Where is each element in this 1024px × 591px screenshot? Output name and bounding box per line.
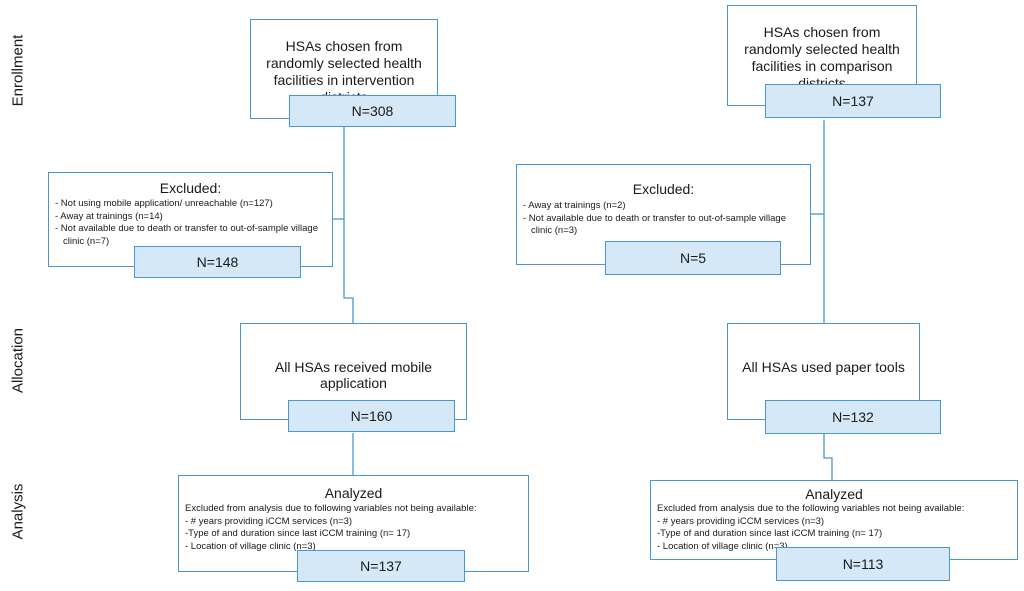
left-analysis-title: Analyzed bbox=[324, 485, 383, 501]
left-allocation-text: All HSAs received mobile application bbox=[274, 359, 433, 391]
list-item: Excluded from analysis due to the follow… bbox=[657, 503, 965, 514]
list-item: - Not using mobile application/ unreacha… bbox=[55, 198, 273, 209]
right-analysis-box: Analyzed Excluded from analysis due to t… bbox=[650, 480, 1018, 560]
right-analysis-n: N=113 bbox=[776, 547, 950, 581]
right-enrollment-text: HSAs chosen from randomly selected healt… bbox=[744, 24, 900, 91]
right-enrollment-n: N=137 bbox=[765, 84, 941, 118]
left-enrollment-n: N=308 bbox=[289, 95, 456, 127]
list-item: -Type of and duration since last iCCM tr… bbox=[185, 528, 411, 539]
list-item: - Away at trainings (n=14) bbox=[55, 210, 163, 222]
list-item: - # years providing iCCM services (n=3) bbox=[185, 515, 353, 527]
right-allocation-text: All HSAs used paper tools bbox=[742, 359, 905, 375]
left-excluded-n: N=148 bbox=[134, 246, 301, 278]
right-excluded-list: - Away at trainings (n=2) - Not availabl… bbox=[523, 200, 804, 238]
left-analysis-list: Excluded from analysis due to following … bbox=[185, 503, 522, 553]
connector-right-alloc-analysis bbox=[823, 433, 833, 480]
list-item: - # years providing iCCM services (n=3) bbox=[657, 515, 825, 527]
left-excluded-title: Excluded: bbox=[159, 180, 222, 196]
left-allocation-n: N=160 bbox=[288, 400, 455, 432]
right-allocation-n: N=132 bbox=[765, 400, 941, 434]
right-analysis-list: Excluded from analysis due to the follow… bbox=[657, 503, 1011, 553]
list-item: -Type of and duration since last iCCM tr… bbox=[657, 528, 883, 539]
left-analysis-n: N=137 bbox=[297, 550, 465, 582]
list-item: - Not available due to death or transfer… bbox=[523, 212, 786, 237]
connector-left-enroll-alloc bbox=[343, 126, 354, 323]
right-excluded-title: Excluded: bbox=[632, 181, 695, 197]
left-excluded-list: - Not using mobile application/ unreacha… bbox=[55, 198, 326, 248]
left-analysis-box: Analyzed Excluded from analysis due to f… bbox=[178, 475, 529, 572]
list-item: - Not available due to death or transfer… bbox=[55, 223, 318, 247]
list-item: Excluded from analysis due to following … bbox=[185, 503, 477, 514]
list-item: - Away at trainings (n=2) bbox=[523, 200, 626, 211]
list-item: - Location of village clinic (n=3) bbox=[185, 540, 316, 552]
right-excluded-n: N=5 bbox=[605, 241, 781, 275]
right-analysis-title: Analyzed bbox=[805, 486, 863, 502]
list-item: - Location of village clinic (n=3) bbox=[657, 540, 788, 552]
